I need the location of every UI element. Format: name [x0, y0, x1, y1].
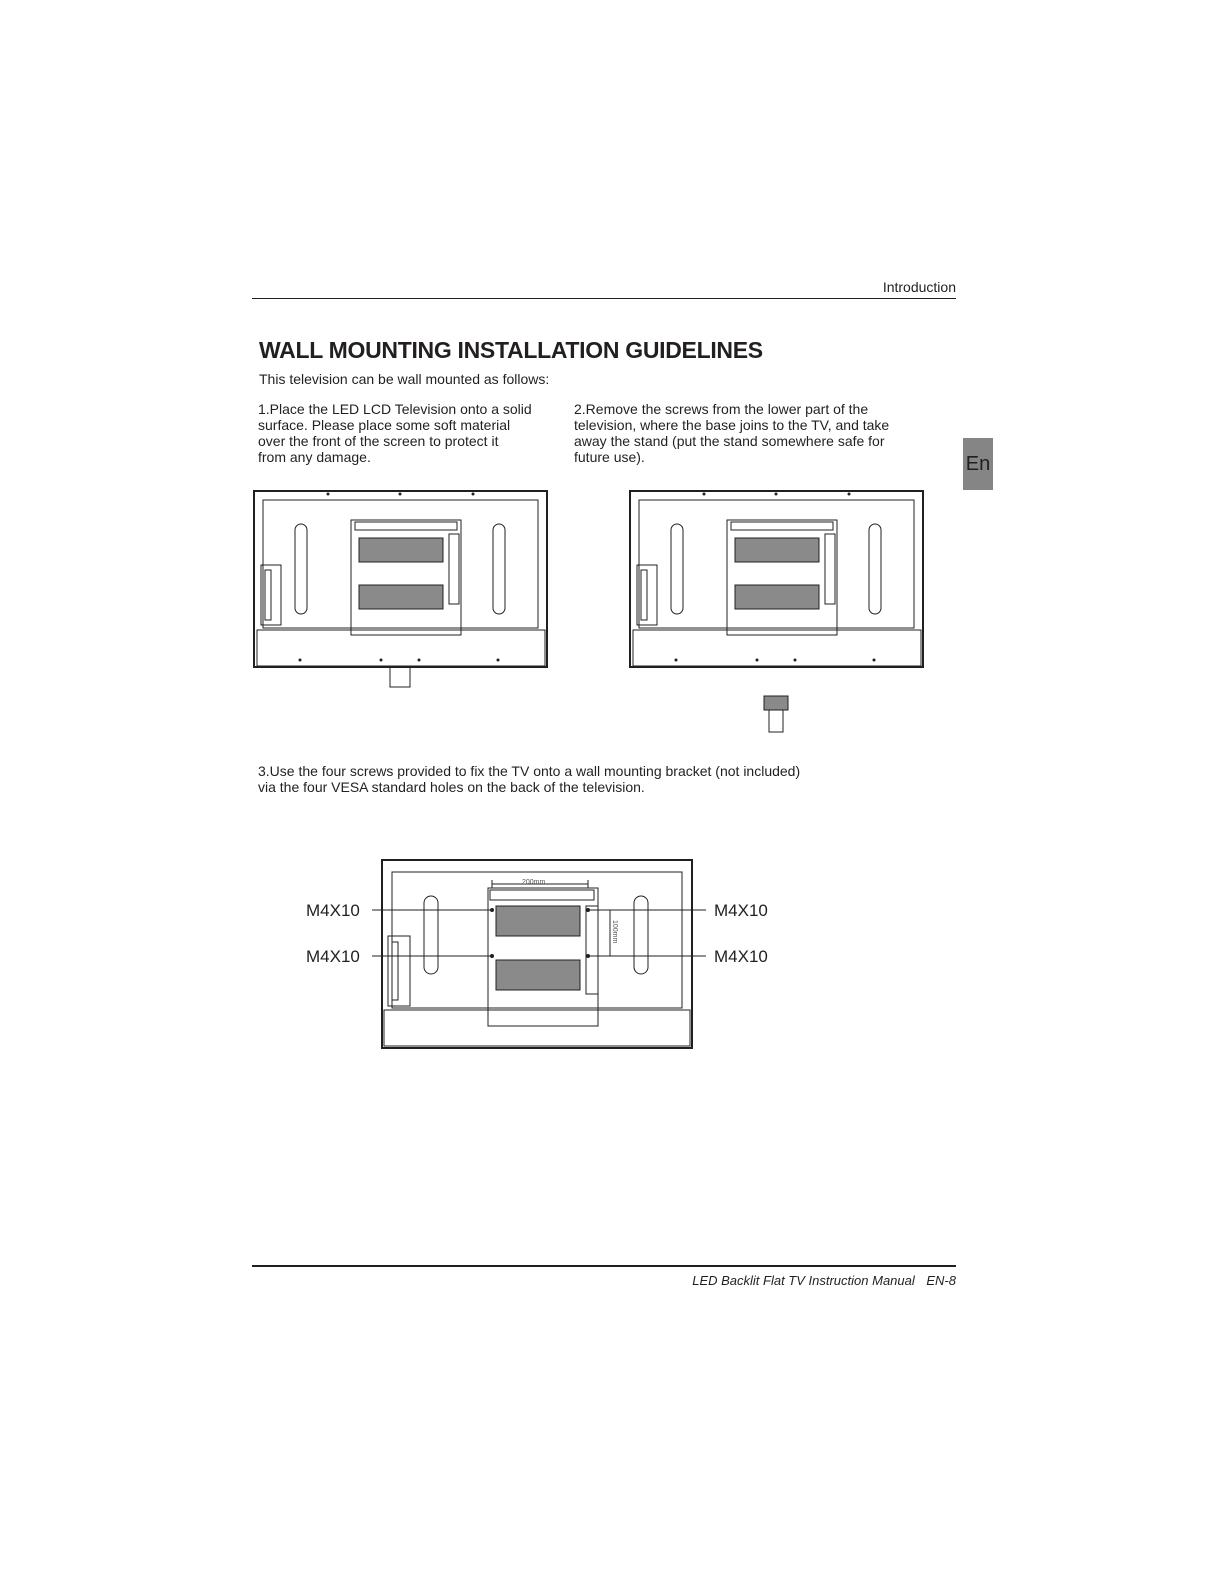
header-rule — [252, 298, 956, 299]
screw-label-top-right: M4X10 — [714, 901, 768, 920]
screw-callout-lines — [372, 909, 706, 957]
step-1-text: 1.Place the LED LCD Television onto a so… — [258, 401, 532, 465]
tv-back-with-stand-illustration — [253, 490, 548, 688]
step-3-text: 3.Use the four screws provided to fix th… — [258, 763, 801, 795]
screw-label-bottom-left: M4X10 — [306, 947, 360, 966]
page-number: EN-8 — [926, 1273, 956, 1288]
dimension-vertical-label: 100mm — [611, 920, 618, 944]
manual-title: LED Backlit Flat TV Instruction Manual — [692, 1273, 915, 1288]
footer-rule — [252, 1265, 956, 1267]
vesa-mounting-illustration: 200mm 100mm — [381, 859, 693, 1049]
intro-text: This television can be wall mounted as f… — [259, 371, 550, 387]
screw-label-bottom-right: M4X10 — [714, 947, 768, 966]
tv-back-stand-removed-illustration — [629, 490, 924, 733]
language-tab: En — [963, 438, 993, 490]
step-2-text: 2.Remove the screws from the lower part … — [574, 401, 890, 465]
page-title: WALL MOUNTING INSTALLATION GUIDELINES — [259, 337, 763, 363]
footer: LED Backlit Flat TV Instruction Manual E… — [692, 1273, 956, 1288]
section-label: Introduction — [882, 279, 956, 295]
screw-label-top-left: M4X10 — [306, 901, 360, 920]
dimension-horizontal-label: 200mm — [522, 879, 546, 886]
